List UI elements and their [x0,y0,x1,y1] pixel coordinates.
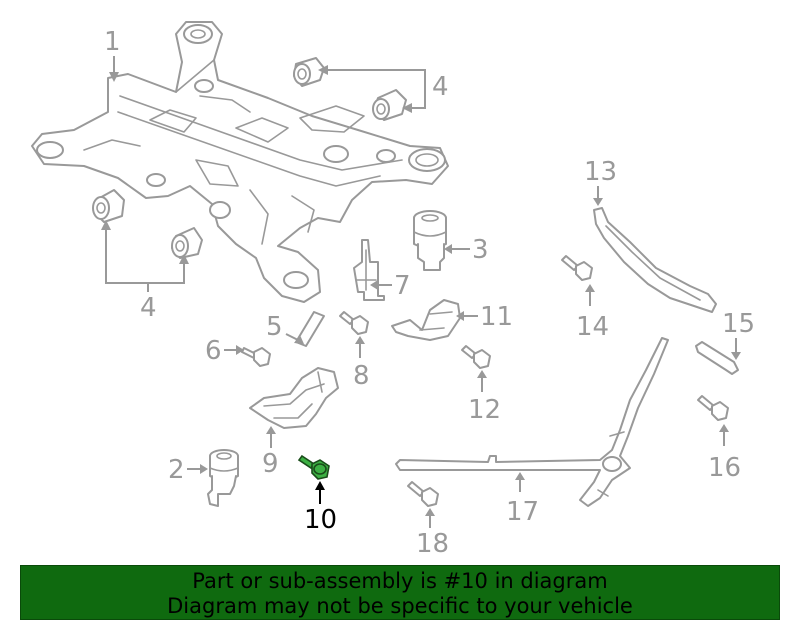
svg-text:1: 1 [104,27,121,57]
svg-text:9: 9 [262,449,279,479]
brace-part-17[interactable] [395,337,669,507]
svg-text:11: 11 [480,302,513,332]
svg-text:10: 10 [304,505,337,535]
svg-text:7: 7 [394,271,411,301]
mount-part-2[interactable] [207,449,239,507]
strip-part-5[interactable] [295,311,325,347]
svg-text:8: 8 [353,361,370,391]
bushing-part-4-upper[interactable] [293,57,407,121]
mount-part-3[interactable] [413,210,447,271]
callout-4-lower: 4 [101,220,189,323]
svg-text:4: 4 [140,293,157,323]
callout-5: 5 [266,312,304,344]
bolt-part-14[interactable] [561,255,593,281]
bolt-part-6[interactable] [241,347,271,367]
callout-15: 15 [722,309,755,360]
svg-text:15: 15 [722,309,755,339]
svg-text:12: 12 [468,395,501,425]
rod-part-13[interactable] [593,207,717,313]
callout-18: 18 [416,508,449,559]
bolt-part-10-highlighted[interactable] [297,454,330,480]
callout-10: 10 [304,481,337,535]
svg-text:3: 3 [472,235,489,265]
callout-1: 1 [104,27,121,82]
link-part-15[interactable] [695,341,739,375]
callout-13: 13 [584,157,617,206]
svg-text:17: 17 [506,497,539,527]
subframe-part-1[interactable] [31,21,449,303]
svg-text:18: 18 [416,529,449,559]
callout-6: 6 [205,336,244,366]
svg-text:16: 16 [708,453,741,483]
callout-4-upper: 4 [318,65,449,113]
bushing-part-4-lower[interactable] [92,189,203,259]
bracket-part-7[interactable] [353,239,385,301]
bolt-part-18[interactable] [407,481,439,507]
callout-12: 12 [468,370,501,425]
shield-part-9[interactable] [249,367,339,429]
svg-text:6: 6 [205,336,222,366]
svg-text:4: 4 [432,72,449,102]
svg-text:2: 2 [168,455,185,485]
shield-part-11[interactable] [391,299,461,341]
callout-7: 7 [370,271,411,301]
banner-line-part-number: Part or sub-assembly is #10 in diagram [192,569,608,593]
banner-line-disclaimer: Diagram may not be specific to your vehi… [167,594,633,618]
bolt-part-8[interactable] [339,311,369,335]
svg-text:5: 5 [266,312,283,342]
svg-text:14: 14 [576,312,609,342]
callout-14: 14 [576,284,609,342]
info-banner: Part or sub-assembly is #10 in diagram D… [20,565,780,620]
bolt-part-16[interactable] [697,395,729,421]
callout-17: 17 [506,472,539,527]
callout-11: 11 [456,302,513,332]
svg-text:13: 13 [584,157,617,187]
callout-16: 16 [708,424,741,483]
callout-9: 9 [262,426,279,479]
callout-3: 3 [444,235,489,265]
callout-8: 8 [353,336,370,391]
callout-2: 2 [168,455,208,485]
bolt-part-12[interactable] [461,345,491,369]
